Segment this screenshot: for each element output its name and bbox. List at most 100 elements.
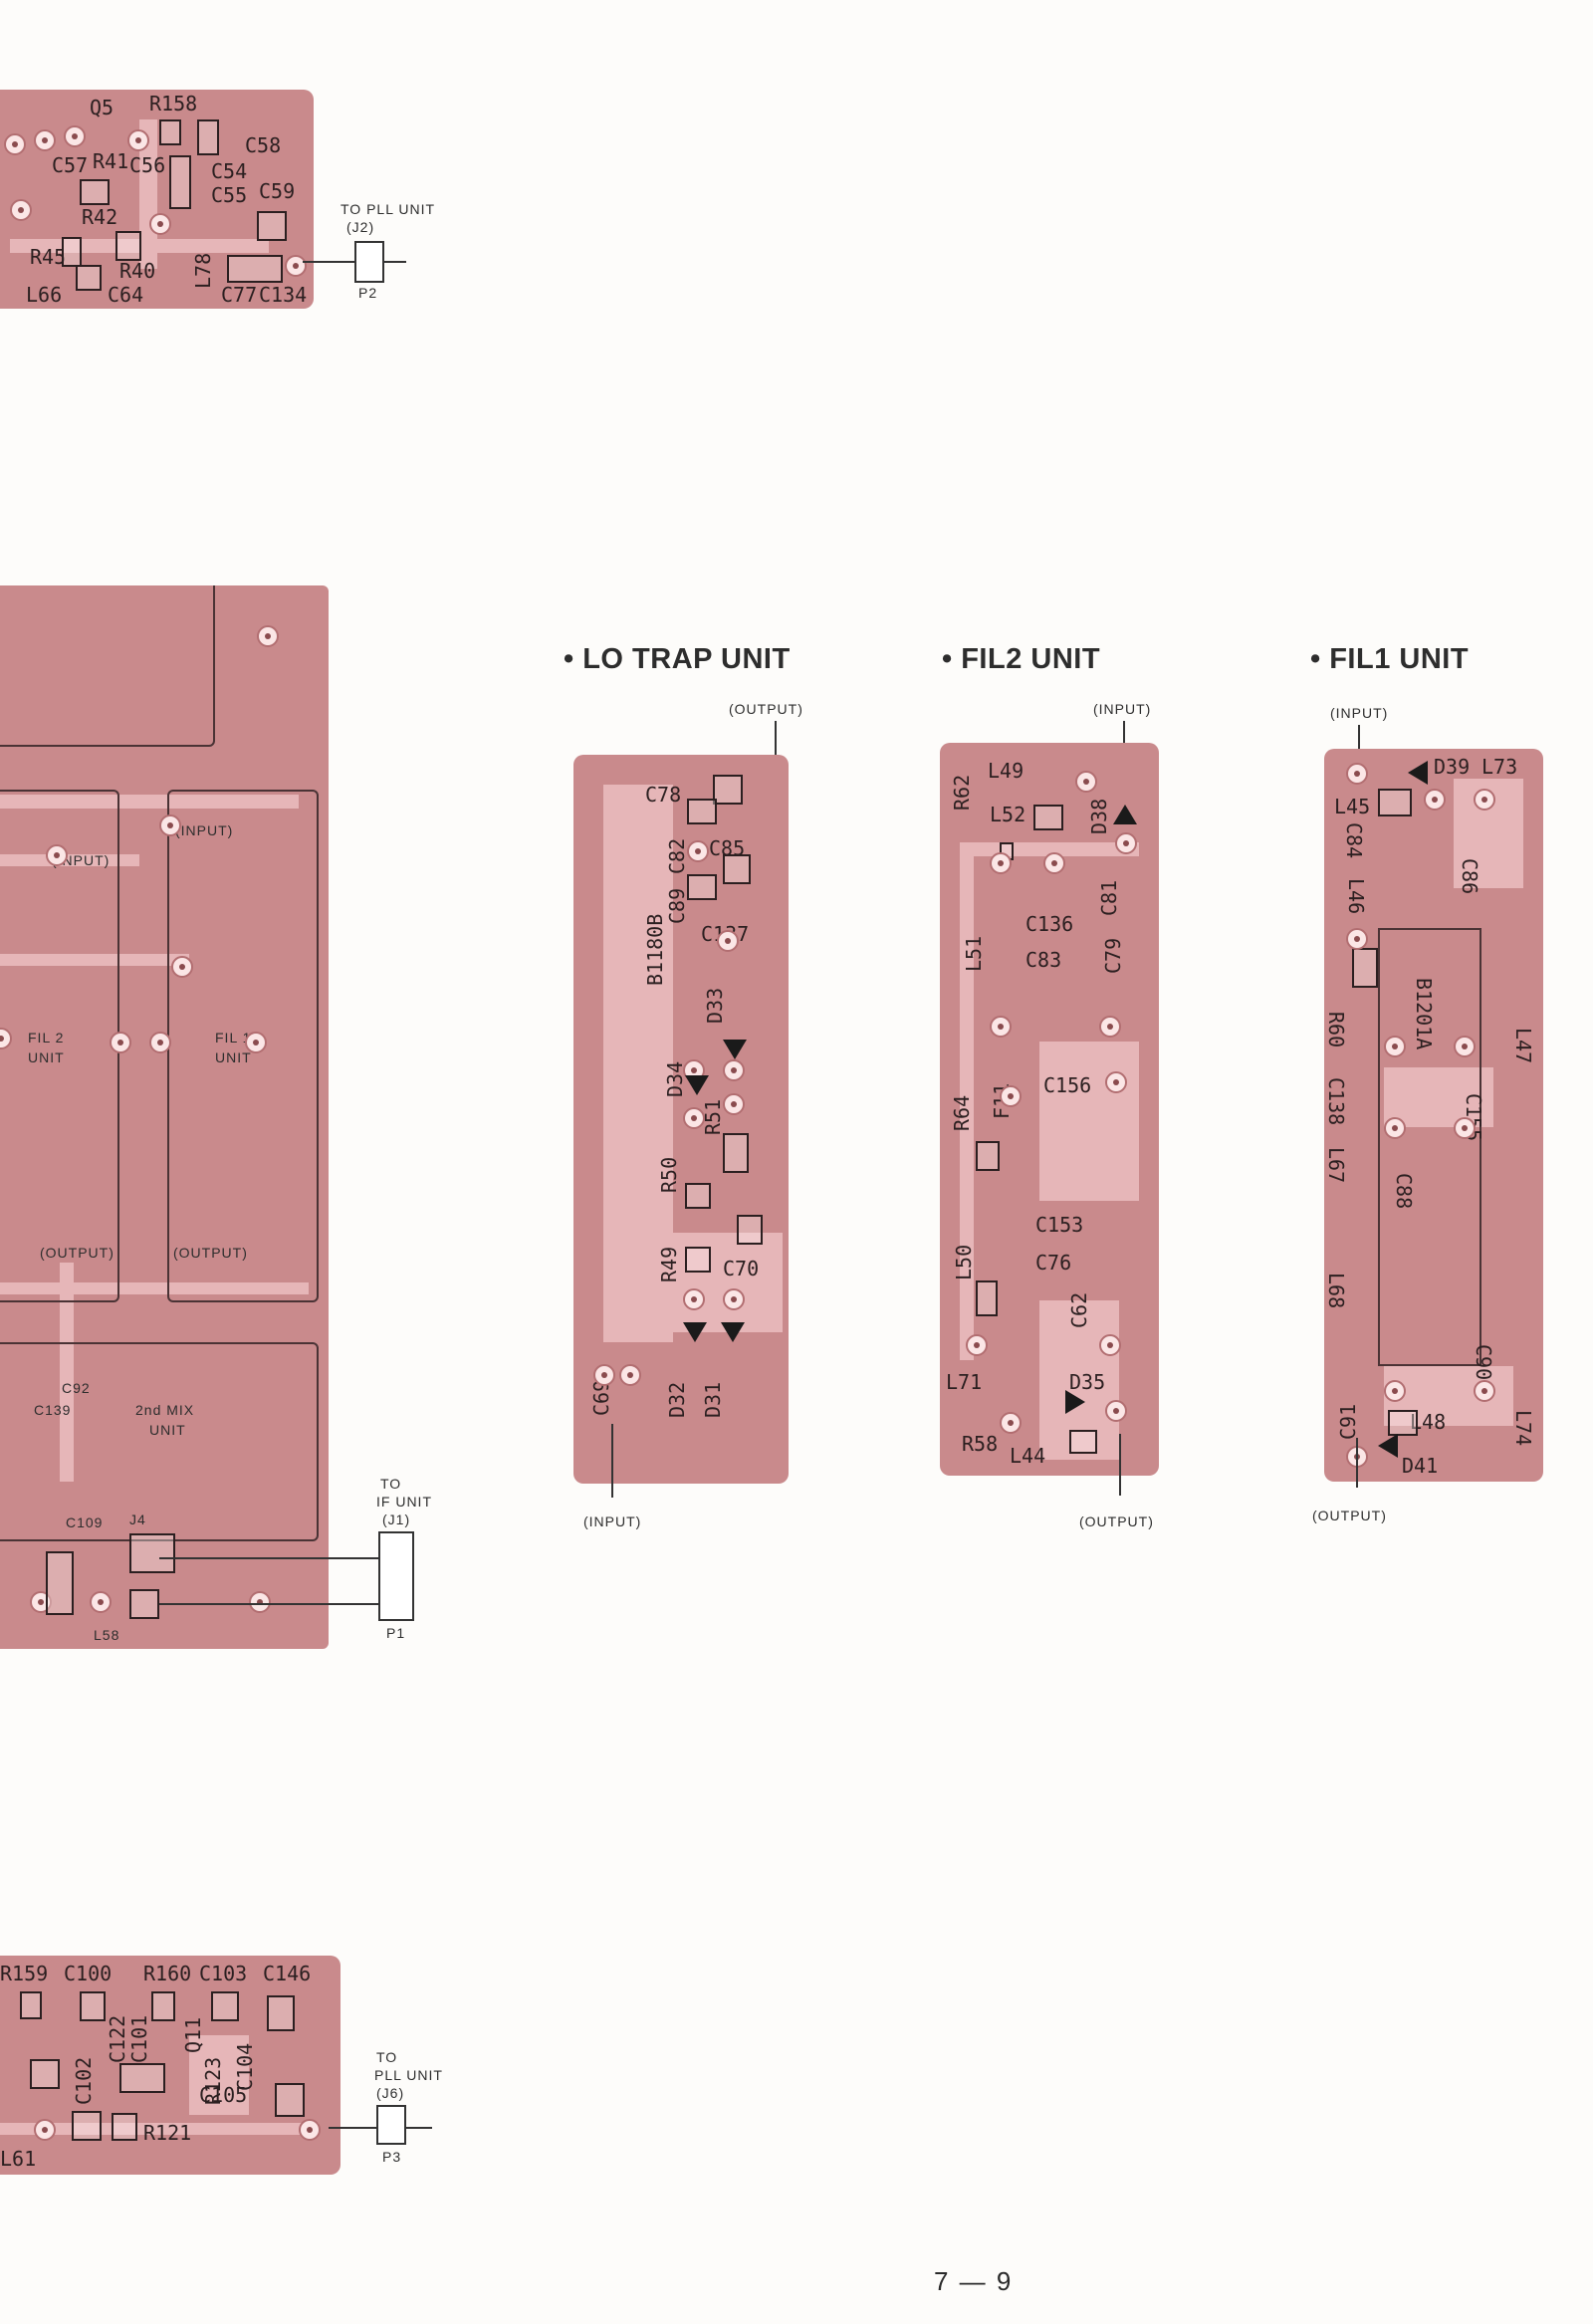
b1201a-label: B1201A: [1412, 978, 1436, 1050]
r60-label: R60: [1324, 1012, 1348, 1048]
r121-label: R121: [143, 2121, 192, 2145]
to-pll-unit-j6-text-2: PLL UNIT: [374, 2067, 443, 2083]
c79-label: C79: [1101, 937, 1125, 974]
fil2-output-label-bottom: (OUTPUT): [1079, 1513, 1154, 1529]
lo-trap-pcb: C78 C82 C85 C89 C137 B1180B D33 D34 R51 …: [573, 755, 789, 1484]
fil1-pcb: D39 L73 L45 C84 C86 L46 B1201A L47 R60 C…: [1324, 749, 1543, 1482]
fil1-unit-title: • FIL1 UNIT: [1310, 643, 1470, 675]
fil2-unit-label-1: FIL 2: [28, 1030, 65, 1046]
q5-label: Q5: [90, 96, 114, 119]
page-number: 7 — 9: [934, 2266, 1014, 2296]
c100-label: C100: [64, 1962, 113, 1985]
fil2-unit-label-2: UNIT: [28, 1049, 65, 1065]
c59-label: C59: [259, 179, 296, 203]
r42-label: R42: [82, 205, 118, 229]
c109-label: C109: [66, 1514, 104, 1530]
c156-label: C156: [1043, 1073, 1092, 1097]
p3-label: P3: [382, 2149, 402, 2165]
c55-label: C55: [211, 183, 248, 207]
r64-label: R64: [950, 1094, 974, 1131]
c122-label: C122: [106, 2014, 129, 2063]
r62-label: R62: [950, 774, 974, 811]
r41-label: R41: [93, 149, 129, 173]
l73-label: L73: [1481, 755, 1518, 779]
c62-label: C62: [1067, 1291, 1091, 1328]
l66-label: L66: [26, 283, 63, 307]
d41-label: D41: [1402, 1454, 1439, 1478]
l58-label: L58: [94, 1627, 120, 1643]
2nd-mix-unit-label-1: 2nd MIX: [135, 1402, 195, 1418]
fil1-unit-label-1: FIL 1: [215, 1030, 252, 1046]
c56-label: C56: [129, 153, 166, 177]
d35-label: D35: [1069, 1370, 1106, 1394]
l52-label: L52: [990, 803, 1026, 826]
l45-label: L45: [1334, 795, 1371, 818]
c146-label: C146: [263, 1962, 312, 1985]
q11-label: Q11: [181, 2016, 205, 2053]
c70-label: C70: [723, 1257, 760, 1280]
c82-label: C82: [665, 837, 689, 874]
to-if-unit-text-2: IF UNIT: [376, 1494, 432, 1510]
c64-label: C64: [108, 283, 144, 307]
j6-label: (J6): [376, 2085, 405, 2101]
l46-label: L46: [1344, 878, 1368, 915]
fil1-input-label-top: (INPUT): [1330, 705, 1389, 721]
plug-p3: [376, 2105, 406, 2145]
fil2-unit-title: • FIL2 UNIT: [942, 643, 1101, 675]
c58-label: C58: [245, 133, 282, 157]
r159-label: R159: [0, 1962, 49, 1985]
2nd-mix-unit-label-2: UNIT: [149, 1422, 186, 1438]
c86-label: C86: [1458, 858, 1481, 895]
fil1-output-label: (OUTPUT): [173, 1245, 248, 1261]
r158-label: R158: [149, 92, 198, 116]
r40-label: R40: [119, 259, 156, 283]
l51-label: L51: [962, 935, 986, 972]
c81-label: C81: [1097, 879, 1121, 916]
plug-p1: [378, 1531, 414, 1621]
bottom-pcb: R159 C100 R160 C103 C146 C122 C101 Q11 R…: [0, 1956, 341, 2175]
j1-label: (J1): [382, 1511, 411, 1527]
d38-label: D38: [1087, 798, 1111, 834]
l74-label: L74: [1511, 1410, 1535, 1447]
c136-label: C136: [1025, 912, 1074, 936]
lo-trap-unit-title: • LO TRAP UNIT: [564, 643, 791, 675]
p1-label: P1: [386, 1625, 406, 1641]
l68-label: L68: [1324, 1273, 1348, 1309]
fil1-unit-label-2: UNIT: [215, 1049, 252, 1065]
c134-label: C134: [259, 283, 308, 307]
c76-label: C76: [1035, 1251, 1072, 1275]
c77-label: C77: [221, 283, 258, 307]
to-if-unit-text-1: TO: [380, 1476, 402, 1492]
r50-label: R50: [657, 1156, 681, 1193]
r58-label: R58: [962, 1432, 999, 1456]
c138-label: C138: [1324, 1077, 1348, 1126]
top-pcb: Q5 R158 C57 R41 C56 C58 C54 C55 C59 R42 …: [0, 90, 314, 309]
l50-label: L50: [952, 1244, 976, 1280]
fil2-pcb: R62 L49 L52 D38 C81 C136 C83 C79 L51 C15…: [940, 743, 1159, 1476]
c78-label: C78: [645, 783, 682, 807]
c84-label: C84: [1342, 822, 1366, 859]
c101-label: C101: [127, 2014, 151, 2063]
d33-label: D33: [703, 987, 727, 1024]
c103-label: C103: [199, 1962, 248, 1985]
d34-label: D34: [663, 1060, 687, 1097]
lo-trap-input-label: (INPUT): [583, 1513, 642, 1529]
b1180b-label: B1180B: [643, 913, 667, 986]
c57-label: C57: [52, 153, 89, 177]
c83-label: C83: [1025, 948, 1062, 972]
fil2-input-label-top: (INPUT): [1093, 701, 1152, 717]
c102-label: C102: [72, 2056, 96, 2105]
l67-label: L67: [1324, 1147, 1348, 1184]
to-pll-unit-j2-text: TO PLL UNIT: [341, 201, 436, 217]
l61-label: L61: [0, 2147, 37, 2171]
c54-label: C54: [211, 159, 248, 183]
c88-label: C88: [1392, 1173, 1416, 1210]
r51-label: R51: [701, 1098, 725, 1135]
r45-label: R45: [30, 245, 67, 269]
j4-label: J4: [129, 1511, 146, 1527]
l47-label: L47: [1511, 1028, 1535, 1064]
d31-label: D31: [701, 1381, 725, 1418]
p2-label: P2: [358, 285, 378, 301]
fil2-output-label: (OUTPUT): [40, 1245, 114, 1261]
r160-label: R160: [143, 1962, 192, 1985]
